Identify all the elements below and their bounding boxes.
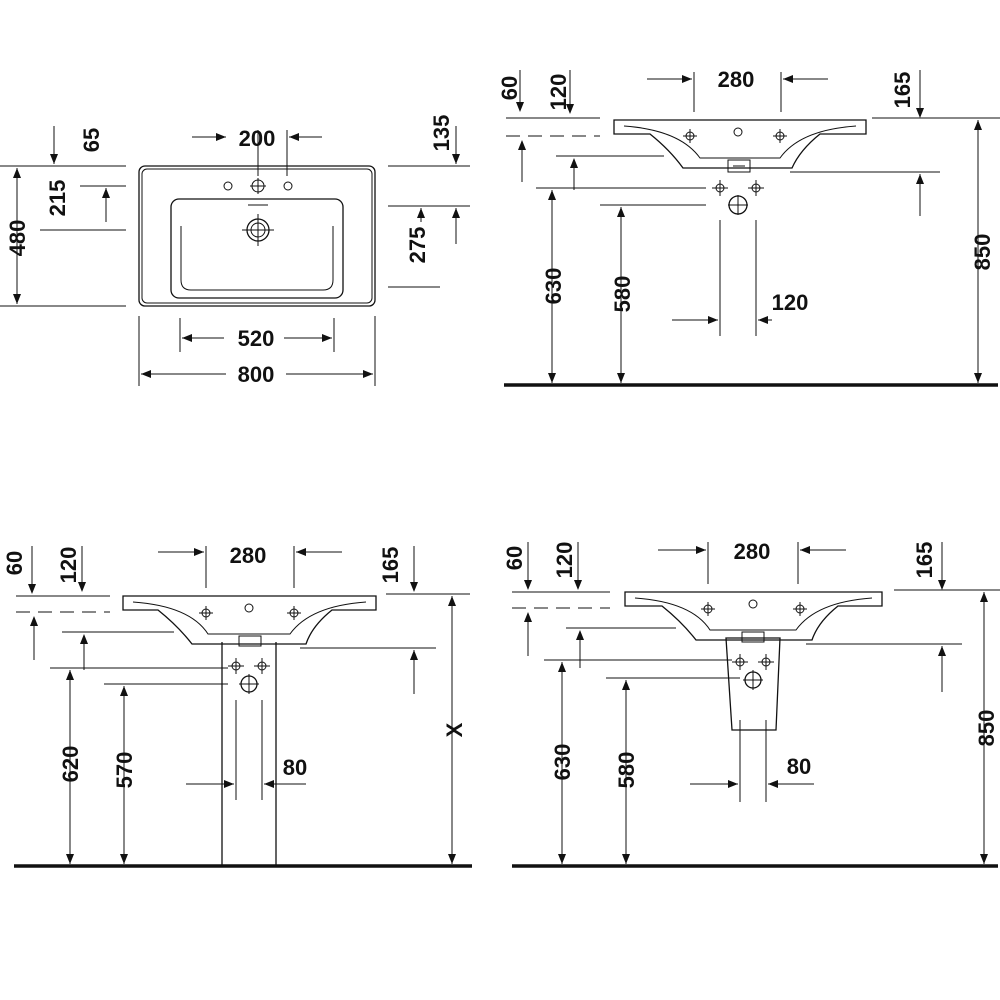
dim-165: 165 <box>912 542 937 579</box>
dim-165: 165 <box>378 547 403 584</box>
dim-280: 280 <box>718 67 755 92</box>
basin-side <box>613 119 867 169</box>
dim-580: 580 <box>610 276 635 313</box>
dim-850: 850 <box>970 234 995 271</box>
dim-580: 580 <box>614 752 639 789</box>
dim-165: 165 <box>890 72 915 109</box>
dim-120: 120 <box>552 542 577 579</box>
dim-800: 800 <box>238 362 275 387</box>
dim-60: 60 <box>502 546 527 570</box>
pedestal-column <box>221 642 277 866</box>
dim-60: 60 <box>497 76 522 100</box>
pedestal-view: 280 60 120 165 620 570 <box>2 543 472 868</box>
wall-hung-view: 280 60 120 165 630 580 <box>497 67 1000 387</box>
dim-630: 630 <box>550 744 575 781</box>
dim-570: 570 <box>112 752 137 789</box>
dim-630: 630 <box>541 268 566 305</box>
dim-80: 80 <box>787 754 811 779</box>
basin-side <box>122 595 377 645</box>
basin-side <box>624 591 883 641</box>
dim-80: 80 <box>283 755 307 780</box>
semi-pedestal-shroud <box>725 637 781 731</box>
dim-280: 280 <box>230 543 267 568</box>
dim-520: 520 <box>238 326 275 351</box>
dim-480: 480 <box>5 220 30 257</box>
dim-620: 620 <box>58 746 83 783</box>
semi-pedestal-view: 280 60 120 165 630 580 <box>502 539 1000 868</box>
dim-200: 200 <box>239 126 276 151</box>
dim-120: 120 <box>546 74 571 111</box>
plan-view: 200 65 215 480 135 275 <box>0 115 470 387</box>
dim-280: 280 <box>734 539 771 564</box>
dim-215: 215 <box>45 180 70 217</box>
basin-outline <box>138 165 376 307</box>
dim-850: 850 <box>974 710 999 747</box>
dim-135: 135 <box>429 115 454 152</box>
dim-65: 65 <box>79 128 104 152</box>
drain <box>242 214 274 246</box>
dim-120-trap: 120 <box>772 290 809 315</box>
dim-120: 120 <box>56 547 81 584</box>
dim-60: 60 <box>2 551 27 575</box>
tap-holes <box>223 178 293 194</box>
basin-bowl <box>170 198 344 299</box>
dim-275: 275 <box>405 227 430 264</box>
dim-x: X <box>442 722 467 737</box>
